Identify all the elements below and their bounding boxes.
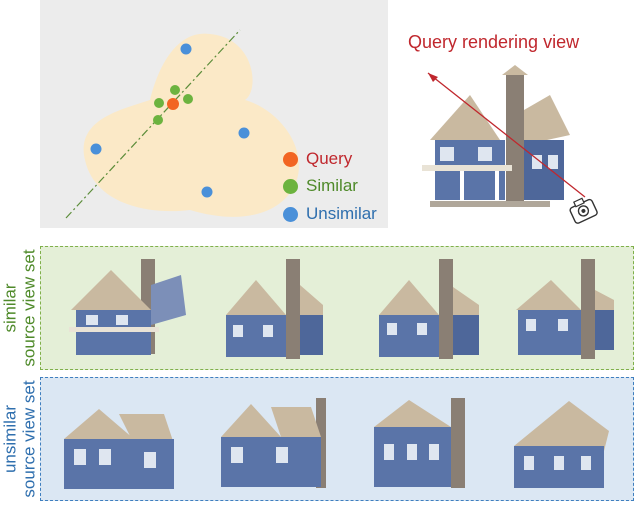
query-view-label: Query rendering view xyxy=(408,32,580,52)
legend-unsimilar: Unsimilar xyxy=(283,204,377,224)
legend-query-label: Query xyxy=(306,149,353,168)
similar-dot-icon xyxy=(283,178,298,194)
similar-source-view-set xyxy=(40,246,634,370)
embedding-space-plot xyxy=(65,29,299,219)
similar-view-4 xyxy=(516,259,614,359)
similar-views-row xyxy=(69,259,614,359)
similar-point xyxy=(153,115,163,125)
unsimilar-set-label-line1: unsimilar xyxy=(1,404,21,474)
unsimilar-point xyxy=(90,143,102,155)
query-house-illustration xyxy=(422,65,586,207)
similar-point xyxy=(154,98,164,108)
unsimilar-point xyxy=(180,43,192,55)
legend-unsimilar-label: Unsimilar xyxy=(306,204,377,223)
unsimilar-view-4 xyxy=(514,401,609,488)
query-direction-line xyxy=(65,29,241,219)
query-point xyxy=(167,98,179,110)
unsimilar-source-view-set xyxy=(40,377,634,501)
similar-view-3 xyxy=(379,259,479,359)
unsimilar-set-label: unsimilar source view set xyxy=(0,377,40,501)
camera-icon xyxy=(569,197,598,224)
unsimilar-view-3 xyxy=(374,398,465,488)
similar-set-label-line2: source view set xyxy=(20,249,40,367)
unsimilar-point xyxy=(201,186,213,198)
similar-set-label: similar source view set xyxy=(0,246,40,370)
similar-view-2 xyxy=(226,259,323,359)
similarity-region-blob xyxy=(83,33,299,217)
unsimilar-dot-icon xyxy=(283,206,298,222)
legend-similar: Similar xyxy=(283,176,358,196)
unsimilar-view-2 xyxy=(221,398,326,488)
similar-point xyxy=(183,94,193,104)
similar-set-label-line1: similar xyxy=(1,283,21,333)
embedding-space-panel xyxy=(40,0,388,228)
legend-query: Query xyxy=(283,149,352,169)
legend-similar-label: Similar xyxy=(306,176,358,195)
unsimilar-set-label-line2: source view set xyxy=(20,380,40,498)
unsimilar-point xyxy=(238,127,250,139)
query-dot-icon xyxy=(283,151,298,167)
unsimilar-views-row xyxy=(64,398,609,489)
similar-point xyxy=(170,85,180,95)
similar-view-1 xyxy=(69,259,186,355)
unsimilar-view-1 xyxy=(64,409,174,489)
